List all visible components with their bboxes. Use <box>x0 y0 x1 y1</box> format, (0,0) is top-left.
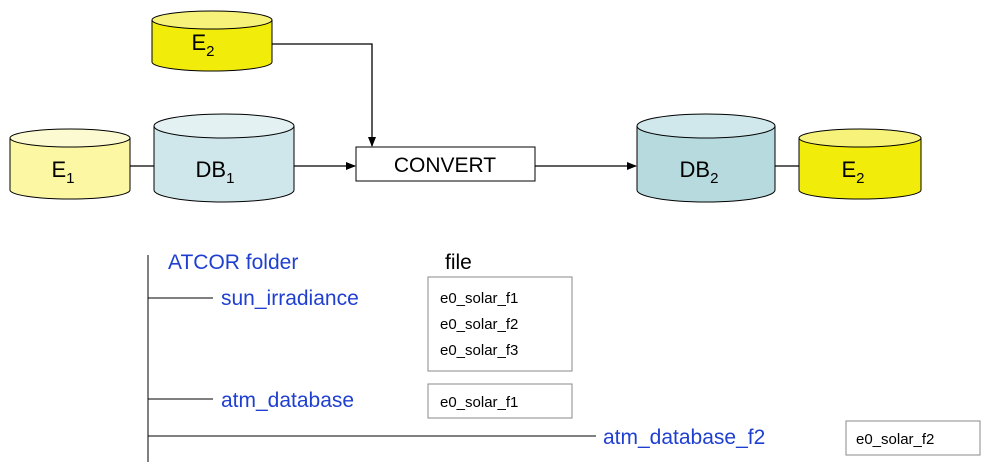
e2-right-label: E2 <box>841 157 864 187</box>
file-column-header: file <box>445 251 472 274</box>
e1-label: E1 <box>51 157 74 187</box>
e2-right-cylinder: E2 <box>798 128 922 200</box>
file-box <box>427 383 573 419</box>
e2-top-label: E2 <box>191 30 214 60</box>
file-box <box>845 420 981 456</box>
folder-tree: ATCOR folder file sun_irradiance e0_sola… <box>147 251 981 462</box>
convert-box: CONVERT <box>355 146 536 182</box>
db2-label: DB2 <box>680 157 719 187</box>
e2-convert-arrow <box>272 43 376 147</box>
db1-cylinder: DB1 <box>153 113 295 203</box>
file-name: e0_solar_f2 <box>440 316 518 333</box>
db2-cylinder: DB2 <box>636 113 776 203</box>
convert-label: CONVERT <box>394 154 496 177</box>
file-name: e0_solar_f1 <box>440 394 518 411</box>
file-box <box>427 276 573 372</box>
e1-cylinder: E1 <box>9 128 131 200</box>
file-name: e0_solar_f3 <box>440 342 518 359</box>
e2-top-cylinder: E2 <box>151 10 273 72</box>
file-name: e0_solar_f1 <box>440 290 518 307</box>
file-name: e0_solar_f2 <box>856 431 934 448</box>
tree-root-label: ATCOR folder <box>168 251 298 274</box>
folder-label-atm-database-f2: atm_database_f2 <box>603 426 765 449</box>
folder-label-sun-irradiance: sun_irradiance <box>221 287 359 310</box>
folder-label-atm-database: atm_database <box>221 389 354 412</box>
db1-label: DB1 <box>196 157 235 187</box>
